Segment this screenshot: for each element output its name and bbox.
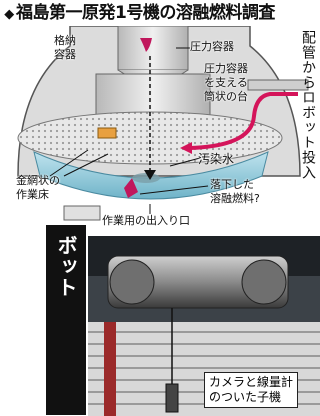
robot-body [107,255,289,309]
label-pedestal: 圧力容器 を支える 筒状の台 [204,62,248,103]
label-work-entrance: 作業用の出入り口 [102,214,190,227]
title: ◆福島第一原発1号機の溶融燃料調査 [2,0,318,26]
label-contaminated-water: 汚染水 [198,152,235,166]
fallen-fuel [124,178,138,198]
fuel-drip [140,38,152,52]
robot-name-band: ワカサギ釣り形ロボット [46,225,107,415]
robot-on-grate [97,127,117,139]
label-grate-floor: 金網状の 作業床 [16,174,60,201]
camera-unit [165,383,179,413]
robot-route-arrow [189,92,298,150]
label-pressure-vessel: 圧力容器 [190,40,234,53]
label-fallen-fuel: 落下した 溶融燃料? [210,178,260,205]
label-robot-entry: 配管からロボット投入 [300,30,316,180]
reactor-illustration [17,26,309,221]
title-text: 福島第一原発1号機の溶融燃料調査 [16,3,275,23]
label-camera-unit: カメラと線量計 のついた子機 [204,372,299,408]
title-mark-icon: ◆ [4,7,14,22]
label-containment: 格納 容器 [54,34,76,61]
contaminated-water [33,151,269,200]
